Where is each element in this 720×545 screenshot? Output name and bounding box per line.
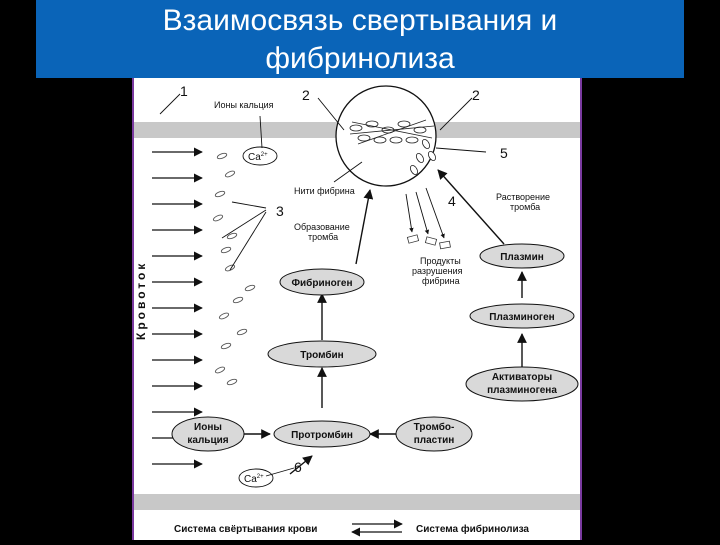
node-prothrombin — [273, 420, 371, 448]
fragment-arrows — [405, 187, 445, 239]
blood-flow-label: Кровоток — [134, 261, 148, 340]
fibrin-clot — [349, 119, 437, 175]
calcium-ions-node-line2: кальция — [187, 435, 228, 446]
thrombin-label: Тромбин — [300, 349, 343, 361]
vessel-wall-bottom — [134, 494, 580, 510]
node-plasmin — [479, 243, 565, 269]
label-number-1: 1 — [180, 83, 188, 99]
thromboplastin-line1: Тромбо- — [414, 421, 455, 433]
thrombus-dissolution-label-line1: Растворение — [496, 192, 550, 202]
calcium-ions-label: Ионы кальция — [214, 100, 274, 110]
legend-coagulation: Система свёртывания крови — [174, 524, 317, 535]
thrombus-dissolution-label-line2: тромба — [510, 202, 540, 212]
node-thromboplastin — [395, 416, 473, 452]
plasminogen-label: Плазминоген — [489, 312, 554, 323]
node-plasminogen-activators — [465, 366, 579, 402]
ca-bottom-symbol: Ca2+ — [244, 474, 264, 485]
title-bar: Взаимосвязь свертывания и фибринолиза — [36, 0, 684, 78]
label-number-2-right: 2 — [472, 87, 480, 103]
legend-fibrinolysis: Система фибринолиза — [416, 523, 529, 535]
fibrin-threads-label: Нити фибрина — [294, 186, 355, 196]
calcium-ions-node-line1: Ионы — [194, 422, 222, 433]
label-number-4: 4 — [448, 193, 456, 209]
diagram-svg: Кровоток — [134, 83, 580, 537]
ca-bottom-ellipse — [238, 468, 274, 488]
node-plasminogen — [469, 303, 575, 329]
ca-top-symbol: Ca2+ — [248, 152, 268, 163]
plasmin-label: Плазмин — [500, 252, 544, 263]
diagram-panel: Кровоток — [132, 78, 582, 540]
thrombus-formation-label-line2: тромба — [308, 232, 338, 242]
slide-title-line1: Взаимосвязь свертывания и — [162, 4, 558, 37]
slide-title-line2: фибринолиза — [265, 42, 455, 75]
activators-line1: Активаторы — [492, 372, 552, 383]
fibrin-fragments — [406, 234, 451, 250]
node-thrombin — [267, 340, 377, 368]
fibrinogen-label: Фибриноген — [291, 277, 352, 289]
node-calcium-ions — [171, 416, 245, 452]
thrombus-formation-label-line1: Образование — [294, 222, 350, 232]
thromboplastin-line2: пластин — [414, 435, 455, 446]
label-number-3: 3 — [276, 203, 284, 219]
leader-lines — [159, 93, 487, 477]
blood-flow-arrows — [152, 147, 203, 469]
label-number-5: 5 — [500, 145, 508, 161]
degradation-products-label-line2: разрушения — [412, 266, 463, 276]
degradation-products-label-line1: Продукты — [420, 256, 461, 266]
ca-top-ellipse — [242, 146, 278, 166]
label-number-2-left: 2 — [302, 87, 310, 103]
platelets — [212, 152, 256, 386]
magnified-clot-circle — [335, 85, 437, 187]
activators-line2: плазминогена — [487, 385, 557, 396]
legend-arrows — [351, 519, 403, 537]
degradation-products-label-line3: фибрина — [422, 276, 460, 286]
prothrombin-label: Протромбин — [291, 429, 353, 441]
node-fibrinogen — [279, 268, 365, 296]
pathway-arrows — [244, 169, 527, 475]
